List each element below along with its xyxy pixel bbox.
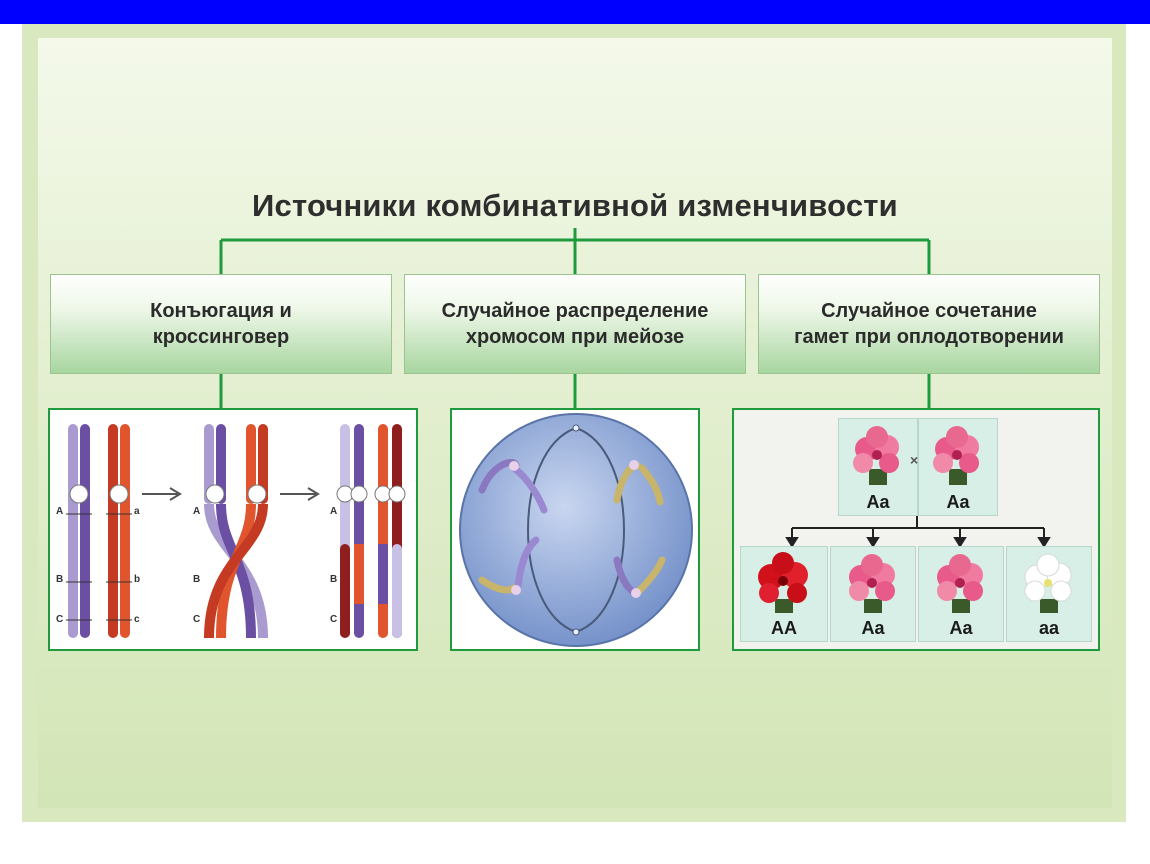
arrow-icon [280,487,320,501]
cell-diagram [459,413,693,647]
cell-circle [459,413,693,647]
chromosomes-recombined [336,424,406,638]
chromosome-purple [66,424,92,638]
flower-white-icon [1024,553,1072,613]
gene-label: C [330,614,337,625]
gene-label: b [134,574,140,585]
crossover-illustration: A B C a b c A B C [48,408,418,651]
flower-pink-icon [933,426,979,485]
genotype-label: AA [771,618,797,638]
gene-label: B [330,574,337,585]
gene-label: A [330,506,337,517]
offspring-cell: AA [740,546,828,642]
gene-label: B [193,574,200,585]
box-text: гамет при оплодотворении [794,326,1064,348]
offspring-cell: Aa [918,546,1004,642]
genotype-label: Aa [866,492,890,512]
box-random-distribution: Случайное распределение хромосом при мейо… [404,274,746,374]
slide-title: Источники комбинативной изменчивости [252,188,898,223]
genotype-label: Aa [946,492,970,512]
genotype-label: Aa [949,618,973,638]
genotype-label: aa [1038,618,1060,638]
box-random-combination: Случайное сочетание гамет при оплодотворе… [758,274,1100,374]
flower-red-icon [758,552,808,613]
box-text: Случайное сочетание [821,300,1037,322]
crossing-lines [785,516,1051,548]
genotype-label: Aa [861,618,885,638]
box-conjugation-crossover: Конъюгация и кроссинговер [50,274,392,374]
flower-pink-icon [937,554,983,613]
chromosomes-crossing [204,424,268,639]
chromosome-red [106,424,132,638]
box-text: кроссинговер [152,326,290,348]
offspring-cell: Aa [830,546,916,642]
cross-sign: × [910,452,919,468]
box-text: Конъюгация и [150,300,292,322]
gene-label: c [134,614,140,625]
parent-cell: Aa [838,418,918,516]
box-text: Случайное распределение [441,300,709,322]
parent-cell: Aa [918,418,998,516]
gene-label: B [56,574,63,585]
arrow-icon [142,487,182,501]
spindle [527,427,625,633]
chromosomes-diagram: A B C a b c A B C [56,424,406,639]
gene-label: A [56,506,63,517]
flower-pink-icon [853,426,899,485]
fertilization-illustration: Aa × Aa AA Aa [732,408,1100,651]
box-text: хромосом при мейозе [465,326,685,348]
meiosis-illustration [450,408,700,651]
gene-label: C [56,614,63,625]
offspring-cell: aa [1006,546,1092,642]
gene-label: a [134,506,140,517]
top-bar [0,0,1150,24]
gene-label: A [193,506,200,517]
flower-pink-icon [849,554,895,613]
gene-label: C [193,614,200,625]
